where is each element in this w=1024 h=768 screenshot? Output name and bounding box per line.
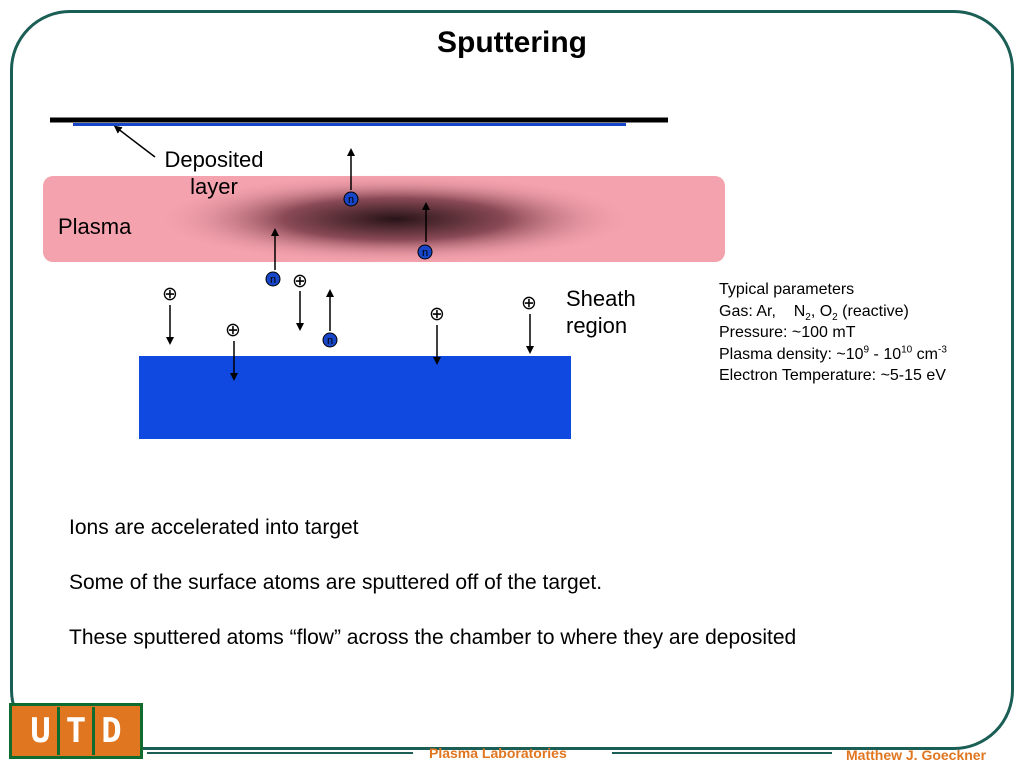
svg-text:n: n <box>422 247 428 259</box>
logo-letter: D <box>101 711 122 751</box>
sheath-region-label: Sheath region <box>566 285 636 339</box>
target <box>139 356 571 439</box>
footer-center-text: Plasma Laboratories <box>429 745 567 761</box>
sheath-label-line2: region <box>566 313 628 338</box>
logo-letter: T <box>60 707 96 755</box>
deposited-layer-pointer <box>113 125 156 158</box>
footer-right-text: Matthew J. Goeckner <box>846 747 987 763</box>
sheath-label-line1: Sheath <box>566 286 636 311</box>
neutral-atom: n <box>417 244 433 260</box>
logo-letter: U <box>24 707 60 755</box>
slide-frame <box>10 10 1014 750</box>
ion-symbol: ⊕ <box>521 292 537 314</box>
ion-symbol: ⊕ <box>225 319 241 341</box>
explanation-line: These sputtered atoms “flow” across the … <box>69 626 797 649</box>
deposited-label-line2: layer <box>190 174 238 199</box>
params-pressure: Pressure: ~100 mT <box>719 324 856 341</box>
deposited-layer-label: Deposited layer <box>156 146 272 200</box>
svg-text:n: n <box>270 274 276 286</box>
ion-symbol: ⊕ <box>292 270 308 292</box>
explanation-text: Ions are accelerated into target Some of… <box>69 516 796 681</box>
plasma-core-glow <box>75 159 715 279</box>
typical-parameters: Typical parameters Gas: Ar, N2, O2 (reac… <box>719 279 947 387</box>
params-gas: Gas: Ar, N2, O2 (reactive) <box>719 302 909 323</box>
neutral-atom: n <box>343 191 359 207</box>
ion-symbol: ⊕ <box>162 283 178 305</box>
params-temperature: Electron Temperature: ~5-15 eV <box>719 367 946 384</box>
slide-title: Sputtering <box>437 26 587 59</box>
neutral-atom: n <box>265 271 281 287</box>
footer-divider <box>612 748 832 754</box>
explanation-line: Some of the surface atoms are sputtered … <box>69 571 603 594</box>
plasma-label: Plasma <box>58 214 132 239</box>
neutral-atom: n <box>322 332 338 348</box>
deposited-label-line1: Deposited <box>164 147 264 172</box>
params-density: Plasma density: ~109 - 1010 cm-3 <box>719 344 947 363</box>
svg-text:n: n <box>348 194 354 206</box>
footer-divider <box>147 748 413 754</box>
ion-symbol: ⊕ <box>429 303 445 325</box>
params-heading: Typical parameters <box>719 281 855 298</box>
svg-text:n: n <box>327 335 333 347</box>
explanation-line: Ions are accelerated into target <box>69 516 359 539</box>
